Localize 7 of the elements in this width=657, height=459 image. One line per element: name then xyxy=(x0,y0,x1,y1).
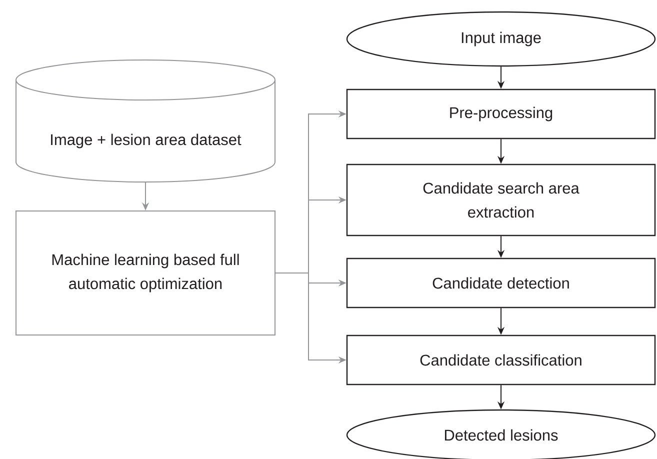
node-label: Image + lesion area dataset xyxy=(51,134,242,148)
process-box: Machine learning based full automatic optimization xyxy=(16,210,276,336)
process-box: Candidate detection xyxy=(346,258,656,308)
process-box: Candidate classification xyxy=(346,334,656,386)
process-box: Pre-processing xyxy=(346,88,656,140)
process-box: Candidate search area extraction xyxy=(346,164,656,236)
database-cylinder: Image + lesion area dataset xyxy=(16,60,276,182)
